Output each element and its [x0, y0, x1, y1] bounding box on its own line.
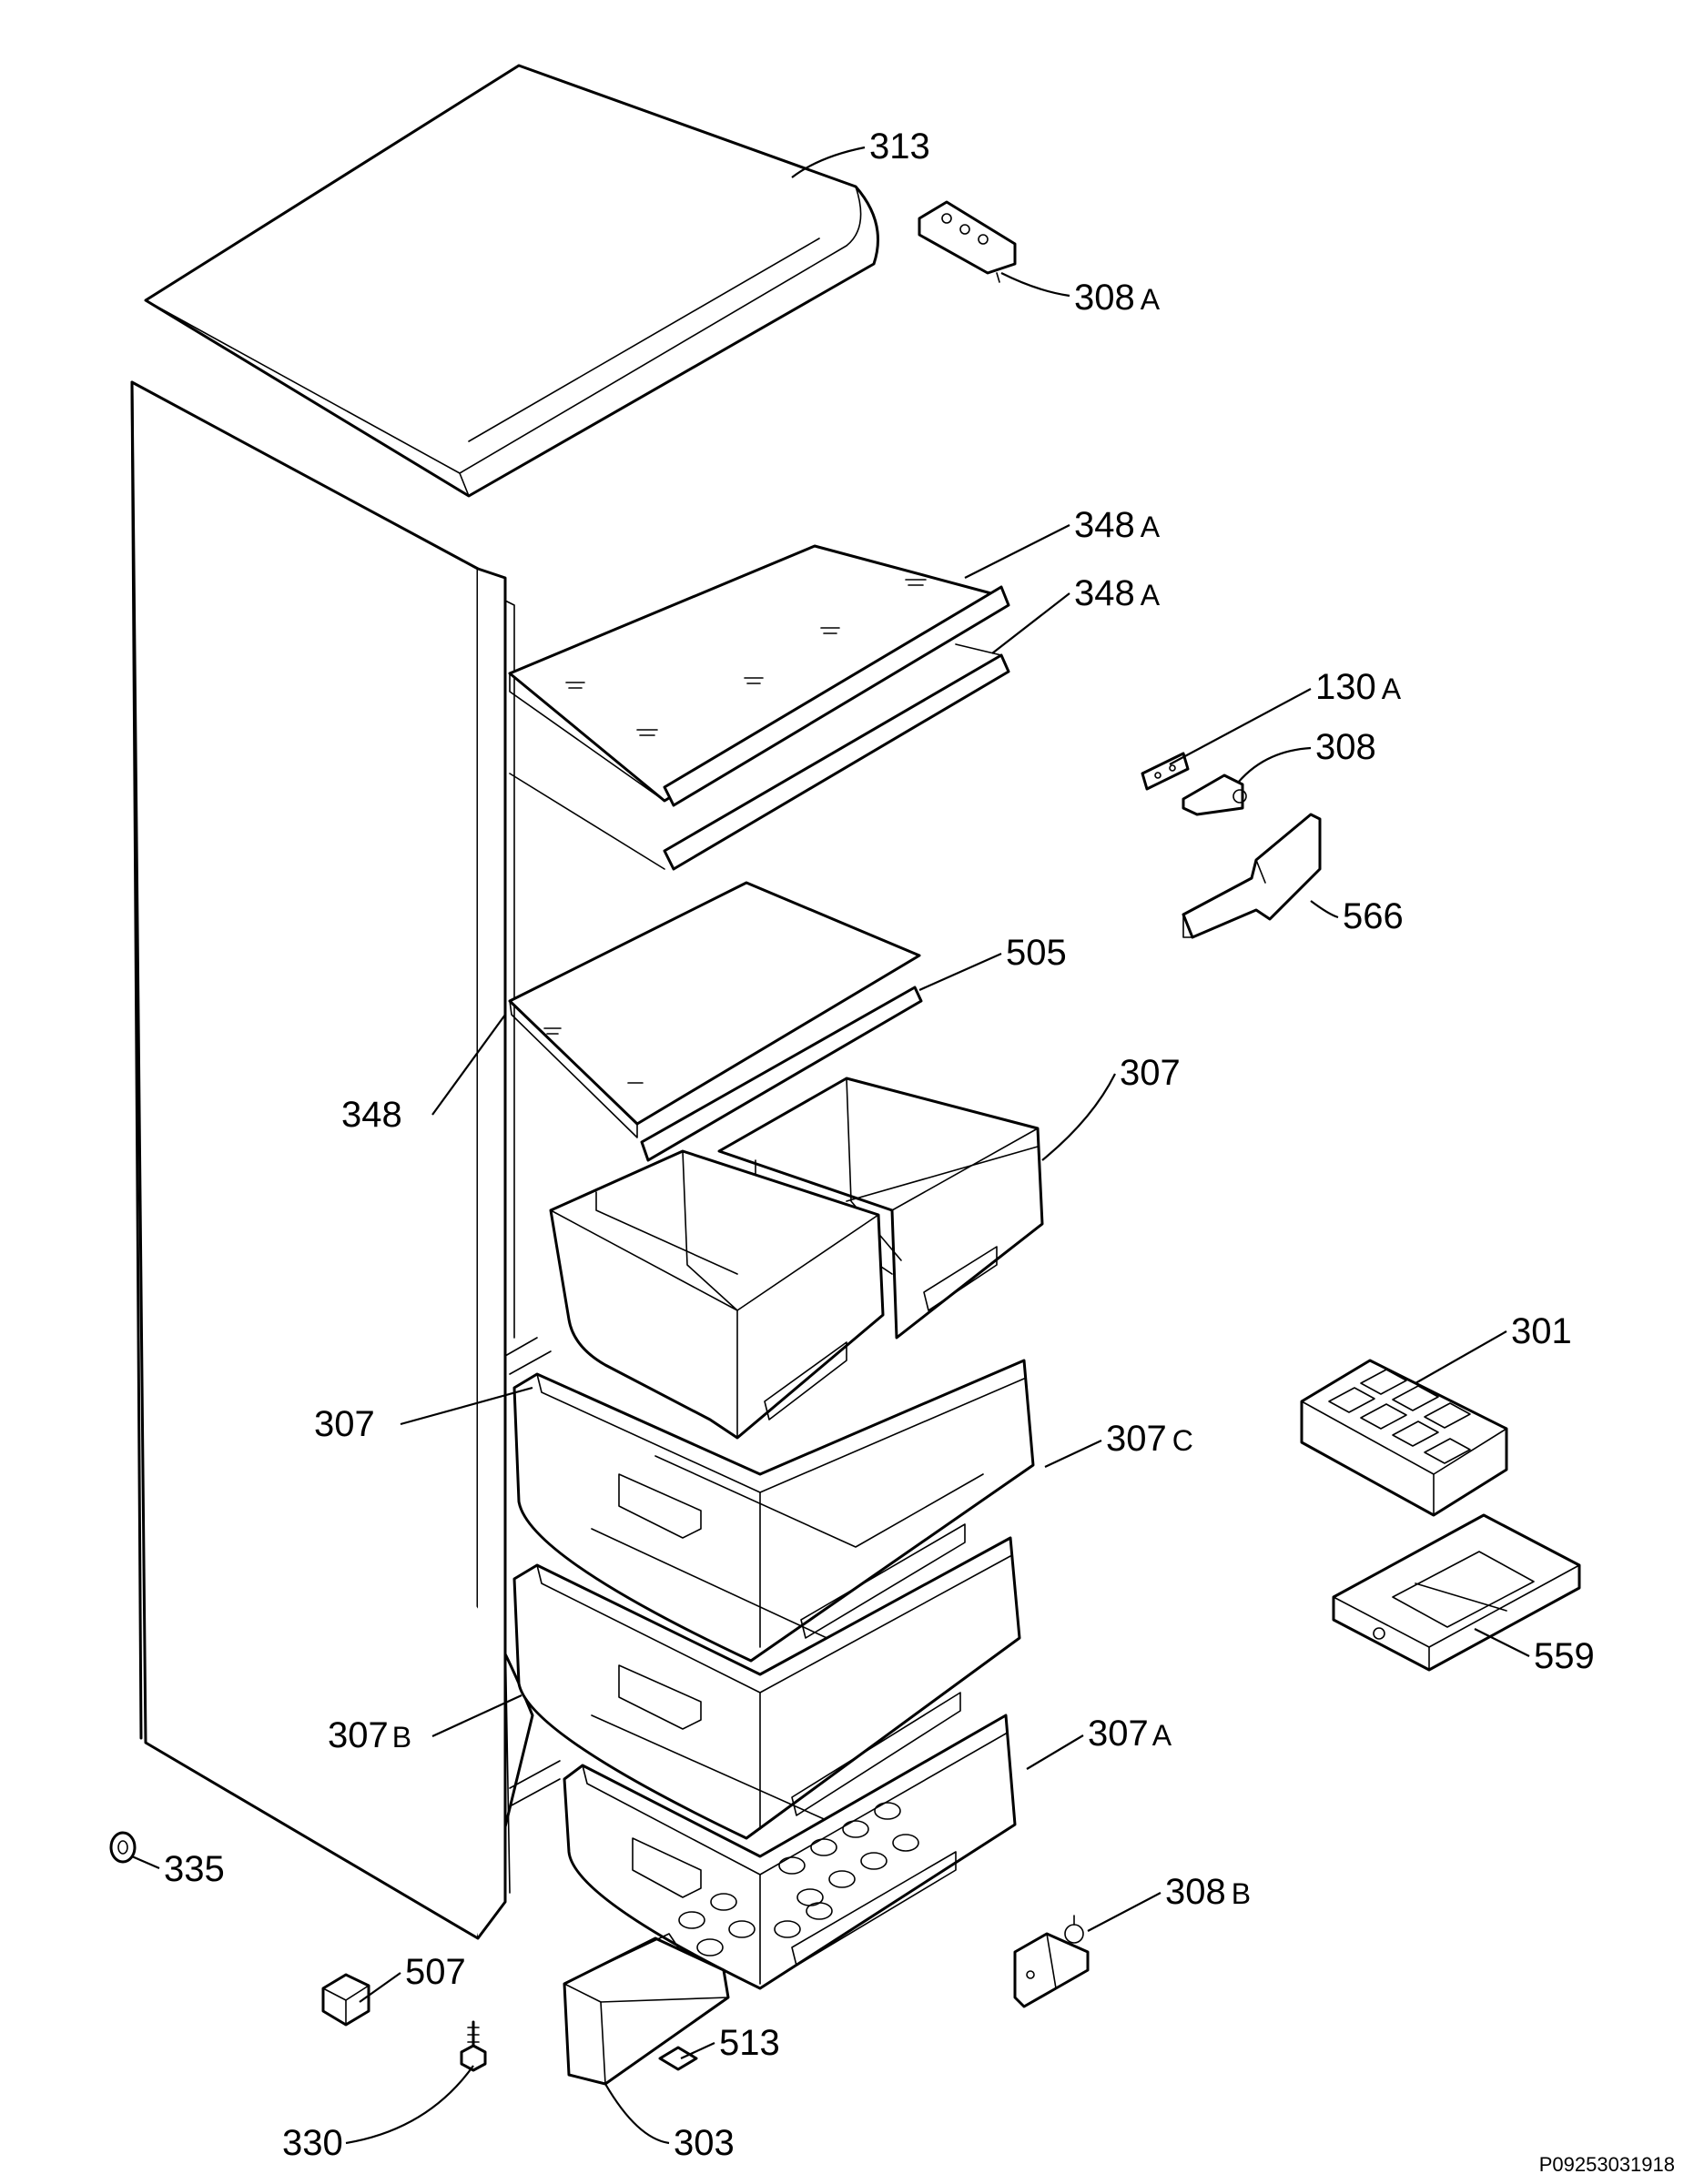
part-513-pad [658, 2046, 698, 2071]
callout-348: 348 [341, 1095, 402, 1135]
part-308-hinge [1182, 774, 1247, 816]
callout-308: 308 [1315, 727, 1376, 767]
part-303-kick-plate [563, 1933, 730, 2086]
part-cabinet-body [130, 380, 561, 1940]
callout-559: 559 [1534, 1636, 1595, 1676]
callout-505: 505 [1006, 933, 1067, 973]
callout-335: 335 [164, 1849, 225, 1889]
part-313-top-cover [144, 64, 879, 498]
part-130a-bracket [1141, 752, 1190, 791]
drawing-number: P09253031918 [1539, 2153, 1675, 2176]
part-566-handle [1182, 813, 1322, 939]
part-559-cold-pack [1332, 1513, 1581, 1672]
leader-lines [131, 146, 1530, 2145]
part-307c-freezer-drawer [512, 1359, 1035, 1663]
part-348a-shelf-upper [508, 544, 1010, 807]
part-348a-shelf-lower [509, 643, 1010, 871]
part-301-ice-tray [1300, 1359, 1508, 1517]
part-307a-freezer-drawer [563, 1714, 1017, 1990]
part-308a-top-hinge [918, 200, 1017, 283]
part-307-crisper-right [717, 1077, 1044, 1340]
part-307-crisper-left [549, 1149, 885, 1440]
part-507-clip [321, 1973, 370, 2027]
part-307b-freezer-drawer [512, 1536, 1021, 1840]
callout-307-left: 307 [314, 1404, 375, 1444]
callout-566: 566 [1343, 896, 1404, 936]
callout-301: 301 [1511, 1311, 1572, 1351]
part-330-screw [460, 2020, 487, 2072]
callout-513: 513 [719, 2023, 780, 2063]
callout-313: 313 [869, 126, 930, 167]
callout-330: 330 [282, 2123, 343, 2163]
callout-307-right: 307 [1120, 1053, 1181, 1093]
callout-507: 507 [405, 1952, 466, 1992]
part-308b-bottom-hinge [1013, 1915, 1090, 2008]
callout-303: 303 [674, 2123, 735, 2163]
part-505-shelf-trim [640, 986, 923, 1162]
part-335-foot [109, 1831, 137, 1864]
part-348-shelf [508, 881, 921, 1138]
